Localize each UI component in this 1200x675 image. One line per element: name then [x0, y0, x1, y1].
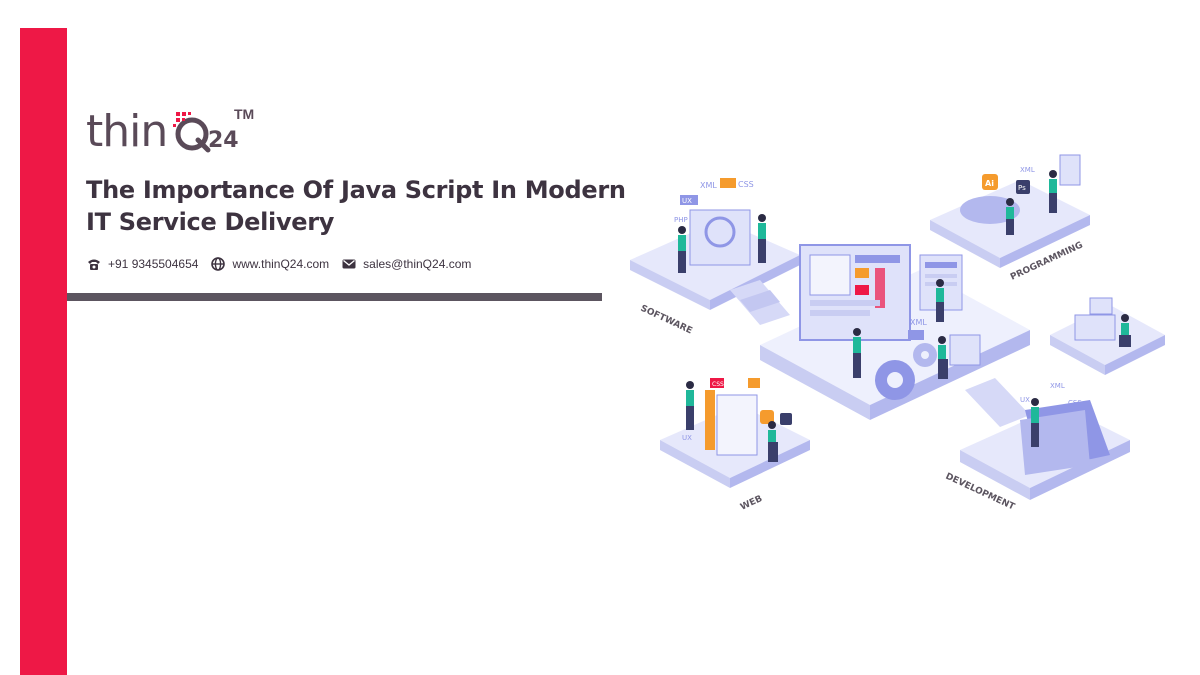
contact-row: +91 9345504654 www.thinQ24.com sales@thi… [86, 254, 483, 274]
software-platform: UX XML CSS PHP SOFTWARE [630, 178, 800, 336]
isometric-it-illustration: UX XML CSS PHP SOFTWARE [630, 154, 1165, 513]
logo-wordmark: thin [86, 106, 168, 157]
stairs-right [965, 378, 1030, 427]
tag-css: CSS [738, 180, 754, 189]
trademark-symbol: TM [234, 106, 255, 122]
phone-number[interactable]: +91 9345504654 [108, 257, 199, 271]
section-divider [67, 293, 602, 301]
tag-ux-dev: UX [1020, 396, 1030, 404]
label-software: SOFTWARE [639, 304, 694, 337]
phone-icon [88, 259, 100, 270]
development-platform: UX XML CSS DEVELOPMENT [944, 382, 1130, 513]
web-platform: CSS UX WEB [660, 378, 810, 513]
email-link[interactable]: sales@thinQ24.com [363, 257, 472, 271]
website-link[interactable]: www.thinQ24.com [232, 257, 330, 271]
tag-css-web: CSS [712, 381, 724, 388]
page-title: The Importance Of Java Script In Modern … [86, 176, 626, 236]
tag-ai: Ai [985, 179, 994, 188]
tag-xml-center: XML [910, 318, 927, 327]
tag-xml-prog: XML [1020, 166, 1035, 174]
tag-ps: Ps [1018, 184, 1026, 192]
programming-platform: Ai Ps XML PROGRAMMING [930, 154, 1090, 283]
accent-bar [20, 28, 67, 675]
tag-php: PHP [674, 216, 688, 224]
stairs-left [730, 280, 790, 325]
tag-css-dev: CSS [1068, 399, 1082, 407]
logo-q-mark [173, 112, 211, 153]
tag-xml-dev: XML [1050, 382, 1065, 390]
central-platform: XML [760, 244, 1030, 420]
brand-logo[interactable]: thin 24 TM [86, 104, 276, 164]
email-icon [342, 259, 356, 269]
tag-ux-web: UX [682, 434, 692, 442]
globe-icon [211, 257, 226, 271]
logo-suffix: 24 [208, 128, 239, 153]
tag-xml: XML [700, 181, 717, 190]
tag-ux: UX [682, 197, 692, 205]
workstation-platform [1050, 297, 1165, 375]
label-web: WEB [739, 494, 764, 513]
